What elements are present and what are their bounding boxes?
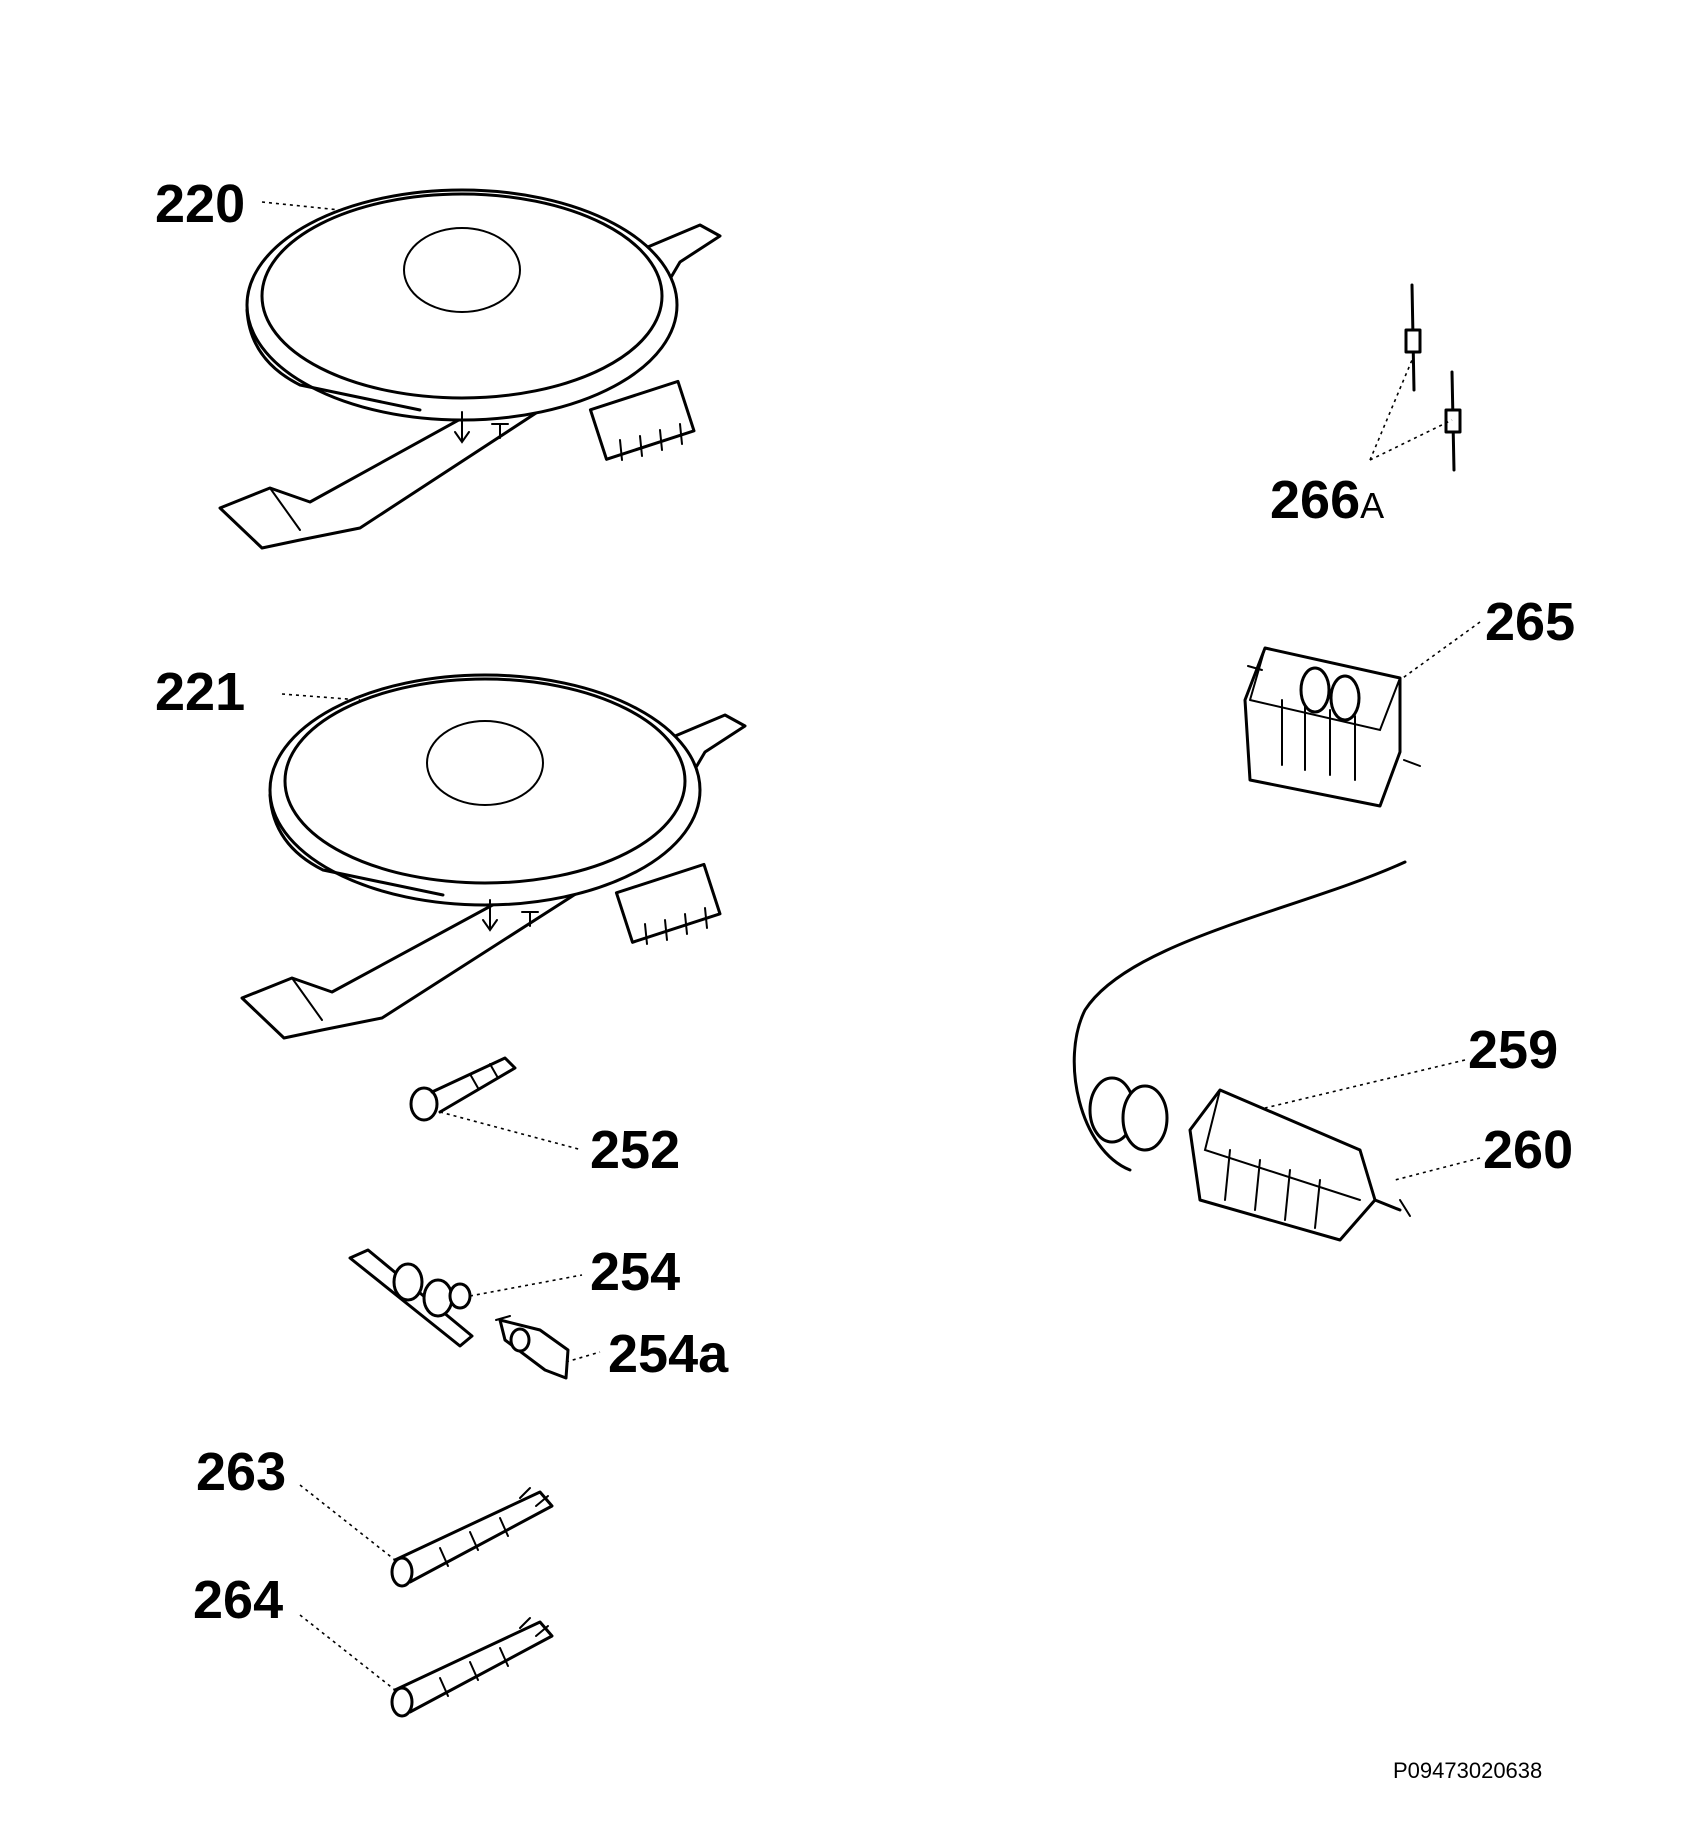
- leader-252: [439, 1111, 583, 1151]
- switch-265-drawing: [1243, 646, 1421, 808]
- part-label-266a: 266A: [1270, 470, 1384, 530]
- leader-259: [1264, 1059, 1466, 1109]
- part-label-266a-number: 266: [1270, 470, 1360, 530]
- part-label-221: 221: [155, 662, 245, 722]
- switch-259-drawing: [1072, 860, 1407, 1242]
- part-label-252: 252: [590, 1120, 680, 1180]
- part-label-266a-suffix: A: [1360, 485, 1384, 526]
- part-label-220: 220: [155, 174, 245, 234]
- hotplate-220-drawing: [218, 188, 722, 550]
- leader-265: [1399, 621, 1481, 681]
- leader-263: [299, 1484, 396, 1561]
- leader-266a-2: [1369, 419, 1453, 461]
- leader-220: [261, 201, 341, 211]
- leader-254: [469, 1274, 583, 1297]
- part-label-263: 263: [196, 1442, 286, 1502]
- part-label-254: 254: [590, 1242, 680, 1302]
- connector-264-drawing: [390, 1617, 554, 1718]
- connector-263-drawing: [390, 1487, 554, 1588]
- part-label-259: 259: [1468, 1020, 1558, 1080]
- leader-254a: [565, 1351, 601, 1363]
- connector-252-drawing: [409, 1056, 517, 1122]
- hotplate-221-drawing: [240, 673, 747, 1040]
- leader-266a-1: [1369, 359, 1413, 461]
- document-id: P09473020638: [1393, 1758, 1542, 1783]
- leader-260: [1394, 1157, 1481, 1181]
- part-label-264: 264: [193, 1570, 283, 1630]
- pins-266a-drawing: [1404, 283, 1462, 472]
- lampholder-254-drawing: [348, 1248, 474, 1348]
- part-label-265: 265: [1485, 592, 1575, 652]
- lampholder-254a-drawing: [495, 1315, 570, 1380]
- part-label-260: 260: [1483, 1120, 1573, 1180]
- switch-260-drawing: [1373, 1198, 1411, 1217]
- leader-221: [281, 693, 361, 701]
- leader-264: [299, 1614, 396, 1691]
- part-label-254a: 254a: [608, 1324, 729, 1384]
